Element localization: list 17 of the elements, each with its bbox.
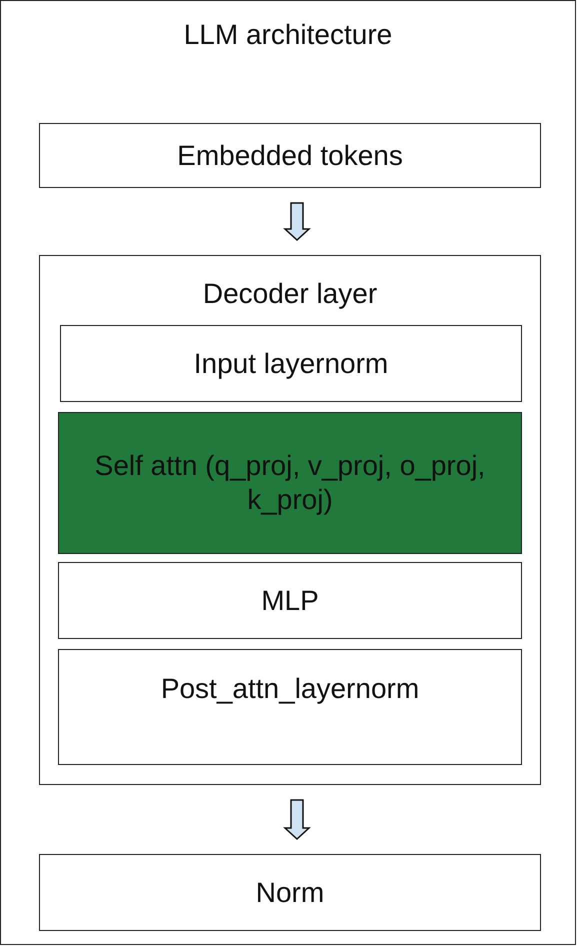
- process-box: [58, 649, 522, 765]
- process-box: [39, 123, 541, 188]
- process-box: [58, 562, 522, 639]
- box-label: Self attn (q_proj, v_proj, o_proj, k_proj): [94, 449, 486, 517]
- process-box: [39, 854, 541, 931]
- container-box: [39, 255, 541, 785]
- box-label: Input layernorm: [194, 346, 388, 380]
- container-title: LLM architecture: [182, 19, 394, 51]
- process-box: [60, 325, 522, 402]
- block-arrow: [283, 202, 311, 242]
- highlighted-box: [58, 412, 522, 554]
- box-label: Post_attn_layernorm: [160, 672, 420, 706]
- box-label: MLP: [261, 584, 319, 618]
- box-label: Embedded tokens: [177, 138, 403, 172]
- box-label: Norm: [256, 876, 324, 910]
- container-title: Decoder layer: [202, 278, 378, 310]
- block-arrow: [283, 799, 311, 840]
